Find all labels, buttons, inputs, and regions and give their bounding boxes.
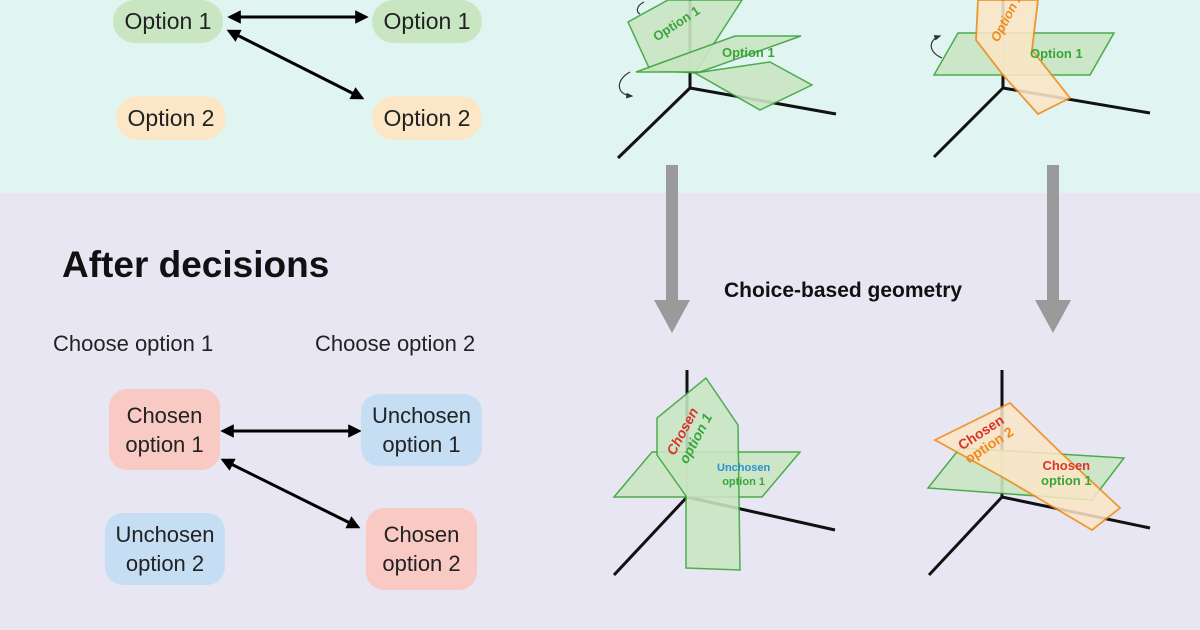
unchosen-option2-pill: Unchosen option 2 <box>105 513 225 585</box>
rotation-arrow-icon <box>618 71 634 99</box>
transition-arrow-left <box>654 165 690 333</box>
arrow-chosen1-to-chosen2 <box>220 458 361 529</box>
plane-vertical-chosen-option1 <box>656 376 741 571</box>
choose-option2-label: Choose option 2 <box>315 331 476 356</box>
option1-right-pill: Option 1 <box>372 0 482 43</box>
choice-based-geometry-label: Choice-based geometry <box>724 279 963 302</box>
plane-label-option1-word: option 1 <box>722 476 765 488</box>
geometry-top-right <box>930 0 1151 159</box>
option2-right-pill: Option 2 <box>372 96 482 140</box>
unchosen-option1-line1: Unchosen <box>371 403 472 428</box>
plane-label-unchosen-word: Unchosen <box>717 462 771 474</box>
option2-right-label: Option 2 <box>383 104 471 131</box>
unchosen-option2-line1: Unchosen <box>115 522 215 547</box>
plane-tilted-chosen-option2-orange <box>933 401 1122 532</box>
chosen-option2-line2: option 2 <box>382 551 461 576</box>
plane-horizontal-option1-green <box>635 35 802 73</box>
arrow-option1-to-option2 <box>226 29 365 100</box>
geometry-bottom-right <box>926 370 1151 577</box>
option2-left-label: Option 2 <box>127 104 215 131</box>
option2-left-pill: Option 2 <box>116 96 226 140</box>
choose-option1-label: Choose option 1 <box>53 331 214 356</box>
geometry-top-left <box>616 0 837 160</box>
transition-arrow-right <box>1035 165 1071 333</box>
chosen-option2-line1: Chosen <box>383 522 460 547</box>
geometry-bottom-left <box>612 370 836 577</box>
plane-label-top-left-horizontal: Option 1 <box>722 45 775 60</box>
plane-vertical-option1-green <box>627 0 743 74</box>
unchosen-option1-line2: option 1 <box>382 432 461 457</box>
rotation-arrow-icon <box>636 1 645 15</box>
unchosen-option2-line2: option 2 <box>125 551 205 576</box>
chosen-option1-line2: option 1 <box>125 431 204 457</box>
plane-tilted-option1-green <box>692 61 814 111</box>
plane-vertical-option2-orange <box>975 0 1072 116</box>
plane-label-bottom-right-green: Chosen option 1 <box>1041 458 1092 488</box>
section-heading-after-decisions: After decisions <box>62 244 330 285</box>
option1-left-label: Option 1 <box>124 8 212 34</box>
rotation-arrow-icon <box>930 35 943 59</box>
plane-label-top-right-horizontal: Option 1 <box>1030 46 1083 61</box>
plane-label-bottom-left-horizontal: Unchosen option 1 <box>717 461 770 489</box>
option1-left-pill: Option 1 <box>113 0 223 43</box>
chosen-option1-line1: Chosen <box>126 402 203 428</box>
chosen-option2-pill: Chosen option 2 <box>366 508 477 590</box>
unchosen-option1-pill: Unchosen option 1 <box>361 394 482 466</box>
plane-label-chosen-word: Chosen <box>1042 458 1091 473</box>
chosen-option1-pill: Chosen option 1 <box>109 389 220 470</box>
option1-right-label: Option 1 <box>383 8 471 34</box>
plane-label-option1-word: option 1 <box>1041 473 1092 488</box>
